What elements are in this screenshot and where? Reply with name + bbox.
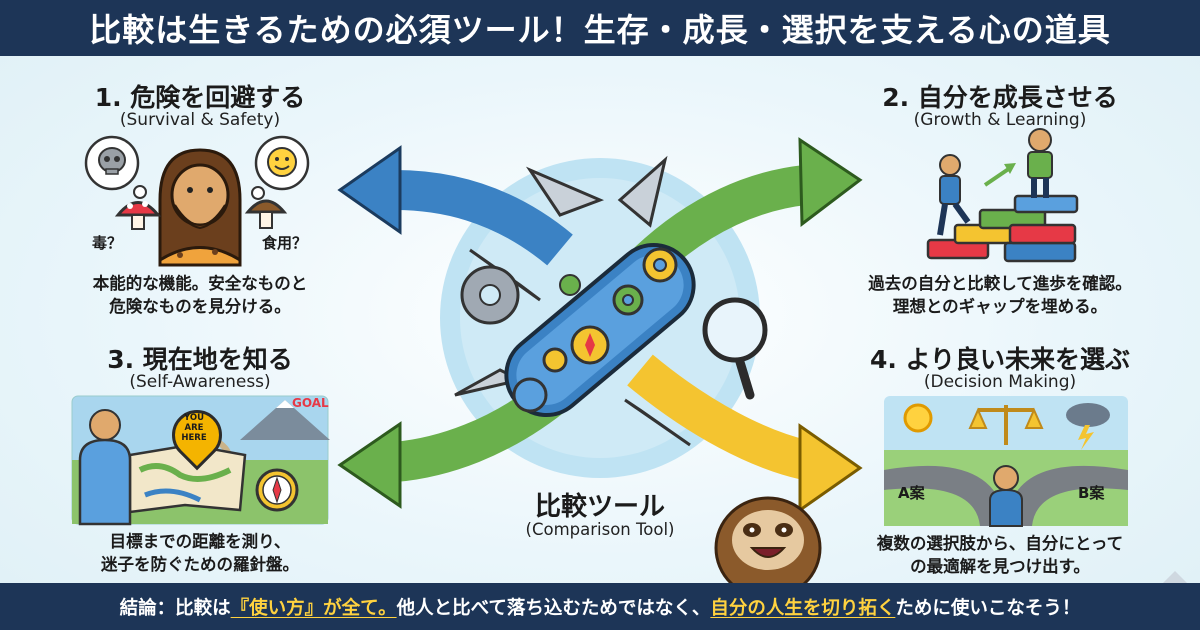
- person-standing-icon: [1027, 128, 1053, 198]
- smiley-icon: [267, 147, 297, 177]
- swiss-knife-icon: [454, 155, 696, 447]
- mushroom-icon: [114, 201, 162, 230]
- center-title: 比較ツール: [534, 492, 665, 522]
- section-2-title: 2. 自分を成長させる: [882, 83, 1118, 112]
- arrow-yellow-icon: [627, 354, 863, 513]
- sun-icon: [903, 403, 933, 433]
- section-1-subtitle: (Survival & Safety): [119, 110, 281, 130]
- conclusion-highlight-2: 自分の人生を切り拓く: [710, 597, 896, 619]
- goal-label: GOAL: [292, 396, 329, 410]
- mushroom-icon: [244, 199, 288, 229]
- page-title: 比較は生きるための必須ツール！生存・成長・選択を支える心の道具: [0, 0, 1200, 56]
- section-4-description: 複数の選択肢から、自分にとって の最適解を見つけ出す。: [876, 534, 1124, 576]
- section-3-title: 3. 現在地を知る: [107, 345, 293, 374]
- mountain-icon: [240, 400, 330, 440]
- edible-label: 食用？: [262, 234, 308, 252]
- section-1-title: 1. 危険を回避する: [94, 83, 306, 112]
- option-a-label: A案: [898, 484, 925, 502]
- poison-label: 毒？: [92, 234, 123, 252]
- caveman-scene: [84, 135, 310, 267]
- section-4-subtitle: (Decision Making): [923, 372, 1077, 392]
- conclusion-suffix: ために使いこなそう！: [895, 597, 1081, 619]
- map-scene: [71, 395, 330, 526]
- section-3-description: 目標までの距離を測り、 迷子を防ぐための羅針盤。: [101, 532, 299, 574]
- decision-scene: [884, 396, 1128, 527]
- magnifier-icon: [702, 297, 768, 400]
- caveman-icon: [158, 148, 242, 267]
- section-1-description: 本能的な機能。安全なものと 危険なものを見分ける。: [92, 274, 308, 316]
- center-subtitle: (Comparison Tool): [525, 520, 675, 539]
- conclusion-prefix: 結論：比較は: [119, 597, 231, 619]
- scales-icon: [968, 405, 1044, 445]
- cloud-icon: [1066, 403, 1110, 427]
- conclusion-middle: 他人と比べて落ち込むためではなく、: [396, 597, 711, 619]
- books-icon: [926, 194, 1079, 263]
- road-icon: [884, 465, 1006, 526]
- section-2-subtitle: (Growth & Learning): [913, 110, 1087, 130]
- option-b-label: B案: [1078, 484, 1105, 502]
- person-climbing-icon: [937, 154, 971, 236]
- you-are-here-label: YOU ARE HERE: [181, 413, 207, 443]
- section-2-description: 過去の自分と比較して進歩を確認。 理想とのギャップを埋める。: [868, 274, 1132, 316]
- section-3-subtitle: (Self-Awareness): [129, 372, 271, 392]
- growth-arrow-icon: [983, 166, 1012, 187]
- conclusion-highlight-1: 『使い方』が全て。: [230, 597, 397, 619]
- section-4-title: 4. より良い未来を選ぶ: [869, 345, 1131, 374]
- sloth-icon: [714, 496, 822, 600]
- skull-icon: [98, 147, 126, 175]
- conclusion-banner: 結論：比較は 『使い方』が全て。 他人と比べて落ち込むためではなく、 自分の人生…: [0, 583, 1200, 630]
- arrow-blue-icon: [337, 145, 573, 266]
